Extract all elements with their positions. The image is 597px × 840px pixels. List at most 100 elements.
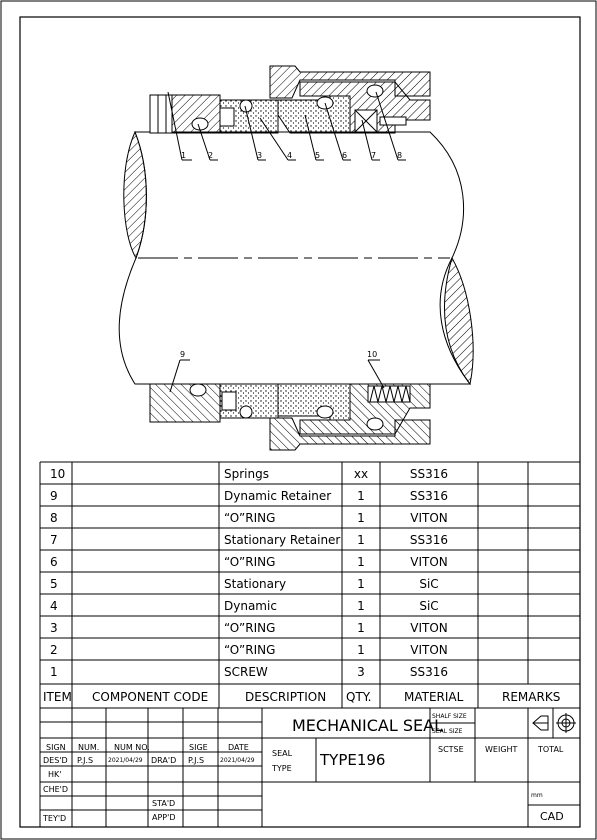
row-description: Dynamic Retainer <box>224 489 331 503</box>
row-qty: 1 <box>357 555 365 569</box>
row-item: 1 <box>50 665 58 679</box>
row-description: Dynamic <box>224 599 277 613</box>
row-material: SiC <box>419 577 438 591</box>
seal-size-label: SEAL SIZE <box>432 728 463 735</box>
balloon-4: 4 <box>287 151 292 160</box>
row-item: 4 <box>50 599 58 613</box>
row-description: “O”RING <box>224 555 275 569</box>
balloon-6: 6 <box>342 151 347 160</box>
row-qty: 1 <box>357 489 365 503</box>
sctse-label: SCTSE <box>438 745 464 754</box>
drawing-frame <box>19 16 581 828</box>
hk-label: HK' <box>48 770 61 779</box>
row-item: 3 <box>50 621 58 635</box>
row-qty: 1 <box>357 511 365 525</box>
o-ring-2-bottom <box>189 383 207 397</box>
gland-bottom <box>269 417 431 451</box>
o-ring-2-top <box>191 117 209 131</box>
row-qty: 3 <box>357 665 365 679</box>
dynamic-retainer-bottom <box>149 383 221 423</box>
appd-label: APP'D <box>152 813 175 822</box>
sign-label: SIGN <box>46 743 66 752</box>
header-remarks: REMARKS <box>502 690 560 704</box>
shaft-size-label: SHALF SIZE <box>432 713 467 720</box>
title-block: MECHANICAL SEAL SHALF SIZE SEAL SIZE SIG… <box>40 708 580 827</box>
shaft-break-left <box>123 130 147 260</box>
teyd-label: TEY'D <box>42 814 66 823</box>
assembly-top <box>149 65 431 134</box>
stationary-face-bottom <box>277 383 351 421</box>
row-material: SS316 <box>410 533 448 547</box>
stad-label: STA'D <box>152 799 175 808</box>
date-label: DATE <box>228 743 249 752</box>
total-label: TOTAL <box>537 745 564 754</box>
balloon-2: 2 <box>208 151 213 160</box>
row-item: 8 <box>50 511 58 525</box>
desd-label: DES'D <box>43 756 68 765</box>
row-description: Stationary <box>224 577 286 591</box>
header-description: DESCRIPTION <box>245 690 326 704</box>
header-qty: QTY. <box>346 690 372 704</box>
row-description: “O”RING <box>224 511 275 525</box>
assembly-bottom <box>149 383 431 451</box>
seal-type-label-2: TYPE <box>271 764 292 773</box>
row-item: 5 <box>50 577 58 591</box>
weight-label: WEIGHT <box>485 745 518 754</box>
seal-type-label-1: SEAL <box>272 749 293 758</box>
num-label: NUM. <box>78 743 99 752</box>
balloon-5: 5 <box>315 151 320 160</box>
row-item: 9 <box>50 489 58 503</box>
unit-label: mm <box>531 792 543 799</box>
row-material: VITON <box>410 511 448 525</box>
row-description: “O”RING <box>224 643 275 657</box>
drad-date: 2021/04/29 <box>220 757 255 764</box>
row-material: SS316 <box>410 467 448 481</box>
header-material: MATERIAL <box>404 690 464 704</box>
row-material: VITON <box>410 621 448 635</box>
shaft-break-right <box>444 256 474 386</box>
row-qty: xx <box>354 467 368 481</box>
ched-label: CHE'D <box>43 785 68 794</box>
row-item: 10 <box>50 467 65 481</box>
row-item: 2 <box>50 643 58 657</box>
row-material: SS316 <box>410 665 448 679</box>
balloon-1: 1 <box>181 151 186 160</box>
row-qty: 1 <box>357 621 365 635</box>
row-material: SiC <box>419 599 438 613</box>
o-ring-8-top <box>366 84 384 98</box>
leader-lines <box>167 91 406 393</box>
num-no-label: NUM NO. <box>114 743 150 752</box>
drad-label: DRA'D <box>151 756 176 765</box>
row-qty: 1 <box>357 599 365 613</box>
seal-drawing: 1 2 3 4 5 6 7 8 9 10 <box>118 65 474 451</box>
row-item: 6 <box>50 555 58 569</box>
balloon-9: 9 <box>180 350 185 359</box>
row-item: 7 <box>50 533 58 547</box>
header-item: ITEM <box>43 690 72 704</box>
balloon-7: 7 <box>371 151 376 160</box>
desd-date: 2021/04/29 <box>108 757 143 764</box>
drad-name: P.J.S <box>188 756 204 765</box>
balloon-10: 10 <box>367 350 377 359</box>
row-material: VITON <box>410 643 448 657</box>
row-description: SCREW <box>224 665 268 679</box>
row-qty: 1 <box>357 577 365 591</box>
drawing-title: MECHANICAL SEAL <box>292 716 443 735</box>
spring-10 <box>367 385 411 403</box>
sige-label: SIGE <box>189 743 208 752</box>
stationary-face-top <box>277 95 351 134</box>
row-qty: 1 <box>357 643 365 657</box>
row-description: Springs <box>224 467 269 481</box>
header-component-code: COMPONENT CODE <box>92 690 208 704</box>
balloon-3: 3 <box>257 151 262 160</box>
row-description: Stationary Retainer <box>224 533 340 547</box>
row-material: SS316 <box>410 489 448 503</box>
balloon-8: 8 <box>397 151 402 160</box>
desd-name: P.J.S <box>77 756 93 765</box>
o-ring-8-bottom <box>366 417 384 431</box>
row-material: VITON <box>410 555 448 569</box>
cad-label: CAD <box>540 810 564 823</box>
